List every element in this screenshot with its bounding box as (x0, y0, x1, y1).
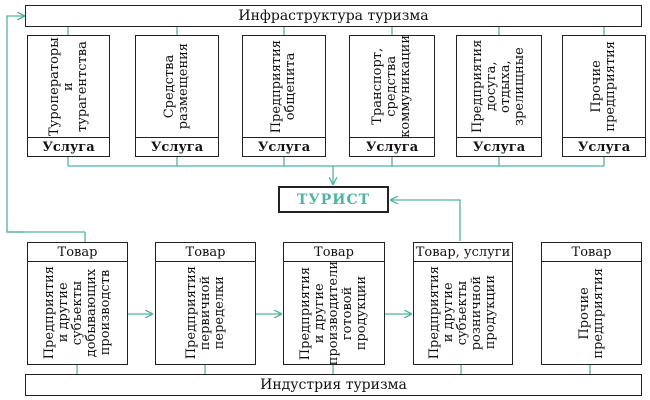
infrastructure-title: Инфраструктура туризма (238, 8, 429, 24)
producer-header: Товар (284, 243, 384, 262)
service-box-leisure: Предприятия досуга, отдыха, зрелищные Ус… (456, 35, 542, 157)
producer-header: Товар (542, 243, 641, 262)
producer-box-finished-goods: Товар Предприятия и другие производители… (283, 242, 385, 365)
producer-header: Товар (28, 243, 127, 262)
infrastructure-bar: Инфраструктура туризма (25, 5, 642, 27)
industry-title: Индустрия туризма (260, 377, 407, 393)
service-name: Туроператоры и турагентства (46, 37, 90, 136)
service-footer: Услуга (136, 137, 218, 156)
producer-name: Предприятия первичной переделки (183, 266, 227, 360)
service-footer: Услуга (243, 137, 325, 156)
producer-name: Предприятия и другие субъекты добывающих… (41, 266, 113, 360)
service-footer: Услуга (457, 137, 541, 156)
producer-name: Предприятия и другие производители готов… (298, 260, 369, 366)
service-footer: Услуга (28, 137, 109, 156)
producer-header: Товар, услуги (414, 243, 512, 262)
producer-box-other: Товар Прочие предприятия (541, 242, 642, 365)
producer-name: Прочие предприятия (576, 267, 606, 359)
service-box-tour-operators: Туроператоры и турагентства Услуга (27, 35, 110, 157)
service-box-catering: Предприятия общепита Услуга (242, 35, 326, 157)
service-box-transport: Транспорт, средства коммуникации Услуга (349, 35, 435, 157)
service-footer: Услуга (350, 137, 434, 156)
producer-box-primary-processing: Товар Предприятия первичной переделки (155, 242, 256, 365)
tourist-box: ТУРИСТ (278, 186, 389, 213)
service-name: Средства размещения (162, 43, 191, 130)
service-box-accommodation: Средства размещения Услуга (135, 35, 219, 157)
service-footer: Услуга (563, 137, 645, 156)
tourist-label: ТУРИСТ (296, 191, 371, 208)
producer-box-extractive: Товар Предприятия и другие субъекты добы… (27, 242, 128, 365)
producer-header: Товар (156, 243, 255, 262)
producer-name: Предприятия и другие субъекты розничной … (427, 266, 498, 360)
service-box-other: Прочие предприятия Услуга (562, 35, 646, 157)
service-name: Предприятия досуга, отдыха, зрелищные (470, 39, 527, 134)
service-name: Прочие предприятия (589, 41, 618, 132)
producer-box-retail: Товар, услуги Предприятия и другие субъе… (413, 242, 513, 365)
industry-bar: Индустрия туризма (25, 374, 642, 396)
service-name: Предприятия общепита (269, 39, 298, 134)
service-name: Транспорт, средства коммуникации (370, 35, 413, 138)
